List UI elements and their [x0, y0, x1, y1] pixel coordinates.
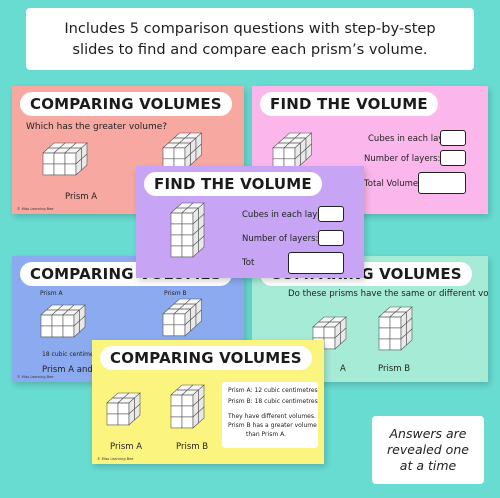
answers-note: Answers are revealed one at a time: [372, 416, 484, 484]
prism-image: [272, 132, 313, 171]
prism-a-image: [106, 392, 141, 426]
slide-question: Which has the greater volume?: [26, 122, 168, 132]
cubes-label: Cubes in each layer:: [368, 134, 455, 144]
credit-text: © Miss Learning Bee: [17, 207, 54, 211]
layers-label: Number of layers:: [242, 234, 319, 244]
slide-caption: Prism A and: [42, 365, 93, 375]
slide-question: Do these prisms have the same or differe…: [288, 289, 488, 299]
answer-line-1: Prism A: 12 cubic centimetres: [228, 387, 318, 394]
cubes-label: Cubes in each layer:: [242, 210, 329, 220]
total-label: Tot: [242, 258, 255, 268]
cubes-answer-box[interactable]: [440, 130, 466, 146]
credit-text: © Miss Learning Bee: [97, 457, 134, 461]
answer-line-2: Prism B: 18 cubic centimetres: [228, 398, 318, 405]
answer-line-5: than Prism A.: [246, 431, 286, 438]
prism-b-image: [170, 384, 205, 429]
note-line-3: at a time: [399, 458, 457, 473]
prism-b-label: Prism B: [378, 364, 411, 374]
prism-b-image: [162, 132, 203, 171]
cubes-answer-box[interactable]: [318, 206, 344, 222]
total-label: Total Volume:: [364, 179, 422, 189]
answer-line-4: Prism B has a greater volume: [228, 422, 317, 429]
prism-a-label: Prism A: [65, 192, 98, 202]
prism-b-image: [378, 306, 413, 351]
answer-line-3: They have different volumes.: [228, 413, 316, 420]
header-line-1: Includes 5 comparison questions with ste…: [64, 20, 436, 37]
credit-text: © Miss Learning Bee: [17, 375, 54, 379]
total-answer-box[interactable]: [418, 172, 466, 194]
total-answer-box[interactable]: [288, 252, 344, 274]
layers-answer-box[interactable]: [318, 230, 344, 246]
header-line-2: slides to find and compare each prism’s …: [72, 41, 428, 58]
prism-image: [170, 202, 205, 258]
note-line-2: revealed one: [387, 442, 469, 457]
prism-a-image: [40, 304, 86, 338]
layers-answer-box[interactable]: [440, 150, 466, 166]
note-line-1: Answers are: [389, 426, 467, 441]
prism-a-label: A: [340, 364, 346, 374]
prism-b-image: [162, 298, 203, 337]
slide-comparing-volumes-1[interactable]: COMPARING VOLUMES Which has the greater …: [12, 86, 244, 214]
prism-b-label: Prism B: [176, 442, 209, 452]
slide-title: COMPARING VOLUMES: [20, 92, 232, 116]
slide-title: FIND THE VOLUME: [260, 92, 438, 116]
prism-a-volume: 18 cubic centimetres: [42, 351, 106, 358]
layers-label: Number of layers:: [364, 154, 441, 164]
slide-comparing-volumes-answer[interactable]: COMPARING VOLUMES Prism A Prism B Prism …: [92, 340, 324, 464]
slide-title: FIND THE VOLUME: [144, 172, 322, 196]
slide-title: COMPARING VOLUMES: [100, 346, 312, 370]
prism-a-label: Prism A: [40, 290, 63, 297]
header-banner: Includes 5 comparison questions with ste…: [26, 8, 474, 70]
answer-panel: Prism A: 12 cubic centimetres Prism B: 1…: [222, 382, 318, 448]
prism-b-label: Prism B: [164, 290, 187, 297]
prism-a-image: [42, 142, 88, 176]
slide-find-volume-2[interactable]: FIND THE VOLUME Cubes in each layer: Num…: [136, 166, 364, 278]
prism-a-label: Prism A: [110, 442, 143, 452]
